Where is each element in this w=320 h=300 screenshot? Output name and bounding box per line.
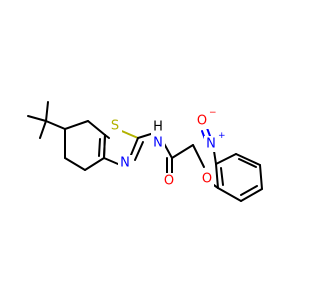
benzene-bond-5 bbox=[240, 188, 263, 202]
carbonyl-oxygen-atom: O bbox=[162, 173, 176, 189]
nitro-plus-charge: + bbox=[218, 131, 226, 141]
svg-text:S: S bbox=[111, 119, 119, 134]
thiazole-fused-bond bbox=[103, 134, 106, 159]
tbutyl-methyl-bond-1 bbox=[45, 101, 49, 122]
tbutyl-methyl-bond-3 bbox=[39, 120, 47, 139]
benzene-bond-3 bbox=[235, 153, 261, 166]
molecule-canvas: S N H N O O N + O − bbox=[27, 101, 263, 202]
aryl-nitro-bond bbox=[213, 150, 217, 165]
amide-nitrogen-atom: H N bbox=[151, 120, 165, 152]
ring6-bond-4 bbox=[84, 157, 105, 171]
benzene-inner-double-1 bbox=[220, 167, 224, 186]
ch2-oether-bond bbox=[192, 144, 205, 168]
svg-text:N: N bbox=[153, 136, 163, 151]
benzene-bond-1 bbox=[215, 163, 219, 189]
thiazole-c2-n-double bbox=[134, 141, 144, 161]
svg-text:O: O bbox=[164, 174, 174, 189]
svg-text:N: N bbox=[206, 137, 216, 152]
ether-oxygen-atom: O bbox=[200, 171, 214, 187]
benzene-inner-double-2 bbox=[238, 158, 257, 168]
benzene-bond-2 bbox=[215, 153, 237, 165]
nitro-nitrogen-atom: N + bbox=[204, 131, 226, 152]
benzene-inner-double-3 bbox=[240, 185, 258, 196]
amide-hydrogen: H bbox=[153, 120, 163, 135]
carbonyl-ch2-bond bbox=[171, 144, 194, 159]
tbutyl-ring-bond bbox=[45, 120, 66, 130]
thiazole-c2-n-bond bbox=[130, 137, 139, 156]
nitro-n-o-bond bbox=[206, 127, 211, 137]
ring6-bond-5 bbox=[64, 157, 86, 171]
tbutyl-methyl-bond-2 bbox=[27, 115, 47, 122]
nitro-minus-charge: − bbox=[209, 108, 217, 118]
thiazole-nitrogen-atom: N bbox=[118, 155, 132, 171]
nitro-oxygen-atom: O − bbox=[195, 108, 217, 129]
ring6-bond-2 bbox=[87, 120, 106, 136]
benzene-bond-6 bbox=[217, 187, 242, 202]
thiazole-n-c-bond bbox=[103, 157, 119, 165]
svg-text:O: O bbox=[202, 172, 212, 187]
ring6-bond-1 bbox=[64, 120, 89, 130]
svg-text:N: N bbox=[120, 156, 130, 171]
svg-text:O: O bbox=[197, 114, 207, 129]
thiazole-fused-double bbox=[98, 138, 101, 157]
benzene-bond-4 bbox=[259, 164, 263, 190]
structure-diagram: S N H N O O N + O − bbox=[27, 101, 263, 202]
sulfur-atom: S bbox=[108, 118, 122, 134]
